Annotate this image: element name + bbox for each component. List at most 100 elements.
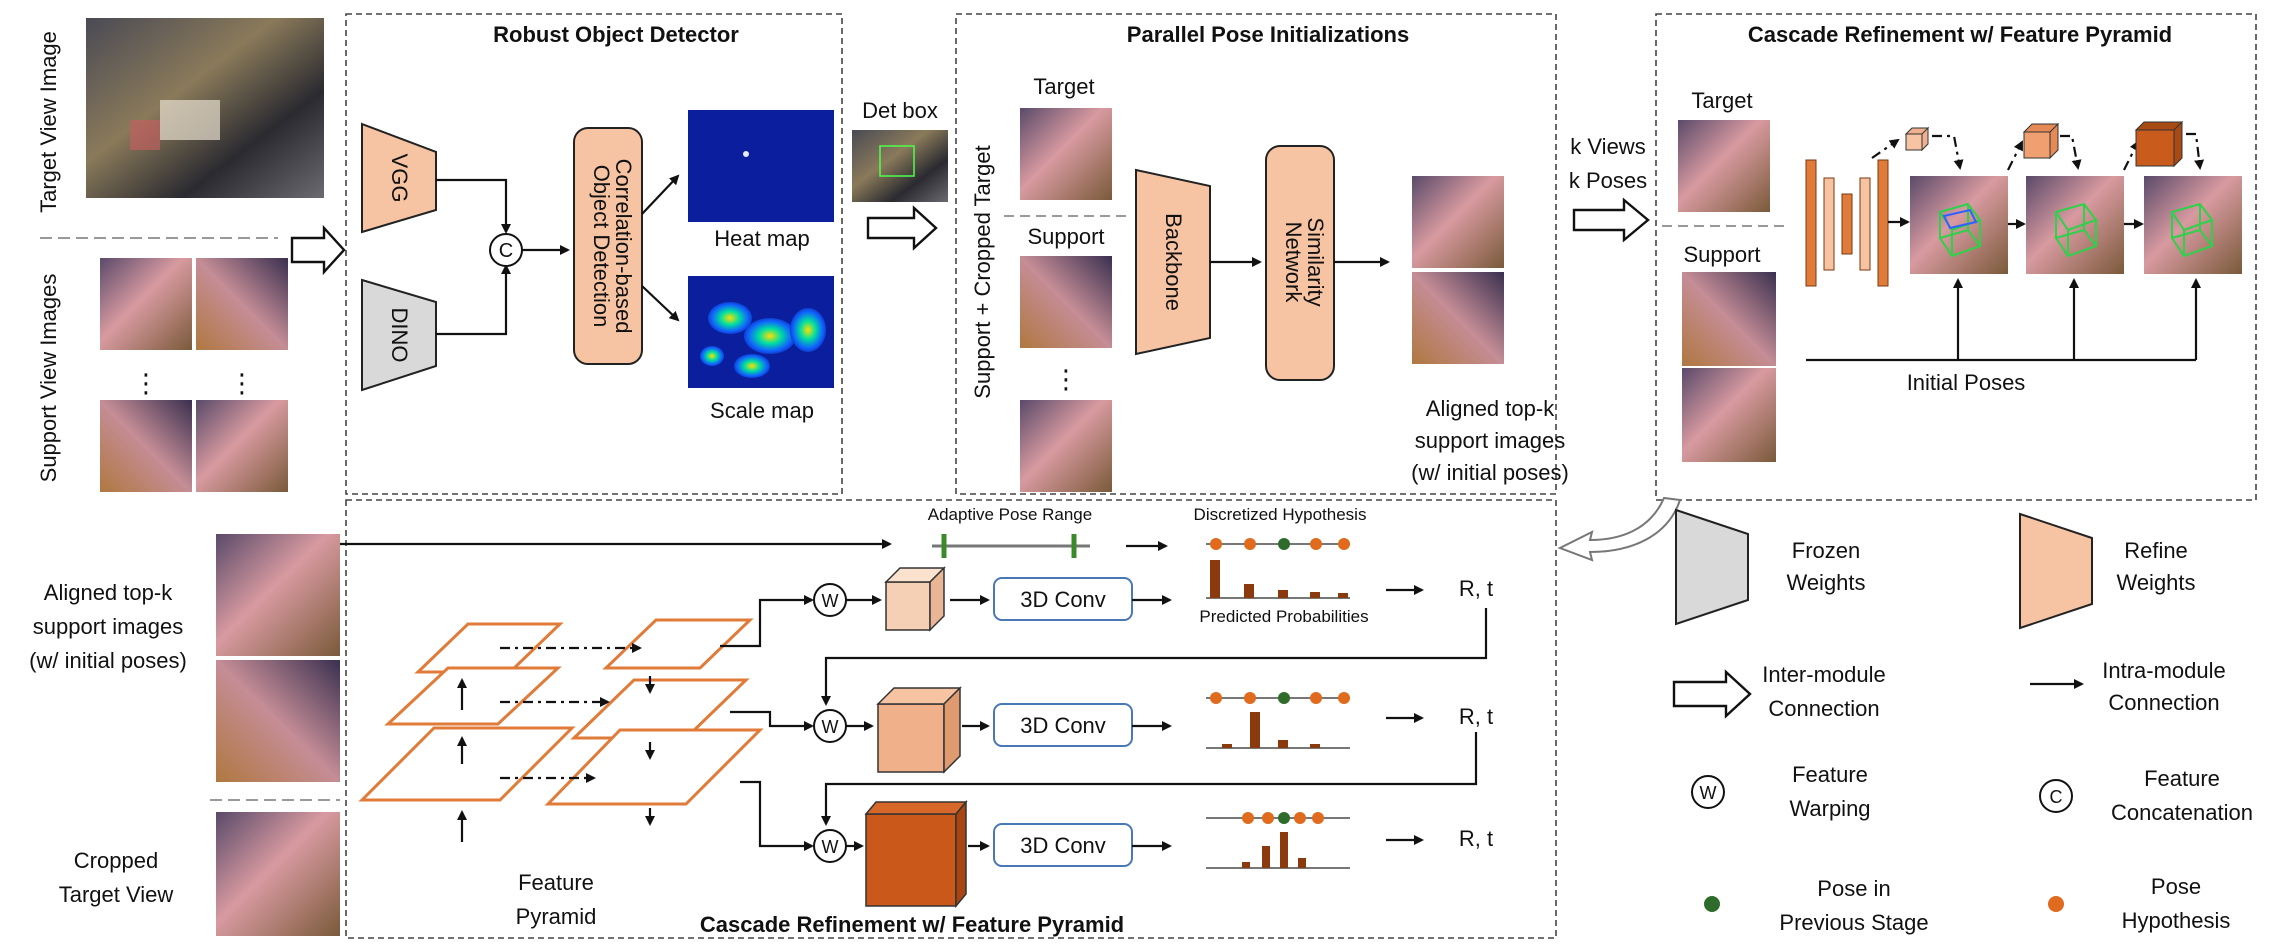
bottom-aligned-l2: support images	[33, 614, 183, 639]
legend-intra-l2: Connection	[2108, 690, 2219, 715]
unet-bar-5	[1877, 159, 1889, 287]
svg-text:⋮: ⋮	[1053, 364, 1079, 394]
unet-bar-1	[1805, 159, 1817, 287]
cascade-support-image-2	[1682, 368, 1776, 462]
cropped-l1: Cropped	[74, 848, 158, 873]
dino-block	[361, 278, 437, 392]
support-image-3	[100, 400, 192, 492]
legend-inter-arrow-icon	[1672, 669, 1752, 719]
hollow-arrow-icon	[290, 224, 346, 276]
target-view-label: Target View Image	[36, 31, 61, 213]
legend-frozen-l2: Weights	[1786, 570, 1865, 595]
k-views-label: k Views	[1570, 134, 1645, 159]
prob-group-3	[1206, 812, 1350, 869]
cropped-l2: Target View	[59, 882, 174, 907]
scale-map-label: Scale map	[710, 398, 814, 423]
conv3d-label-1: 3D Conv	[1020, 587, 1106, 612]
legend-concat-l2: Concatenation	[2111, 800, 2253, 825]
aligned-image-2	[1412, 272, 1504, 364]
det-box-label: Det box	[862, 98, 938, 123]
backbone-label: Backbone	[1161, 213, 1186, 311]
unet-bar-3	[1841, 193, 1853, 255]
legend-warp-l2: Warping	[1789, 796, 1870, 821]
bounding-box-3d-icon	[1938, 202, 2214, 258]
legend-warp-icon	[1691, 775, 1725, 809]
support-image-2	[196, 258, 288, 350]
cropped-target-image	[216, 812, 340, 936]
legend-refine-icon	[2019, 512, 2093, 630]
conv3d-label-3: 3D Conv	[1020, 833, 1106, 858]
adaptive-pose-range-label: Adaptive Pose Range	[928, 505, 1092, 524]
feature-pyramid-l1: Feature	[518, 870, 594, 895]
legend-prev-pose-icon	[1704, 896, 1720, 912]
cascade-target-image	[1678, 120, 1770, 212]
legend-frozen-icon	[1675, 508, 1749, 626]
bottom-panel	[345, 499, 1557, 939]
legend-warp-symbol: W	[1700, 783, 1717, 803]
legend-frozen-l1: Frozen	[1792, 538, 1860, 563]
sim-label-1: Similarity	[1303, 217, 1328, 306]
warp-symbol-2-label: W	[822, 717, 839, 737]
parallel-target-label: Target	[1033, 74, 1094, 99]
heat-map-label: Heat map	[714, 226, 809, 251]
hollow-arrow-icon	[866, 205, 938, 251]
parallel-aligned-l3: (w/ initial poses)	[1411, 460, 1569, 485]
discretized-hypothesis-label: Discretized Hypothesis	[1194, 505, 1367, 524]
cascade-target-label: Target	[1691, 88, 1752, 113]
legend-concat-symbol: C	[2050, 787, 2063, 807]
warp-symbol-3-label: W	[822, 837, 839, 857]
return-arrow-icon	[1557, 496, 1682, 562]
cost-volume-3	[864, 799, 968, 909]
parallel-support-image-2	[1020, 400, 1112, 492]
cost-volume-2	[876, 686, 962, 774]
heat-map-image	[688, 110, 834, 222]
legend-prev-l1: Pose in	[1817, 876, 1890, 901]
legend-hypothesis-icon	[2048, 896, 2064, 912]
unet-bar-4	[1859, 177, 1871, 271]
bottom-aligned-image-2	[216, 660, 340, 782]
parallel-support-label: Support	[1027, 224, 1104, 249]
parallel-target-image	[1020, 108, 1112, 200]
sim-label-2: Network	[1281, 222, 1306, 304]
support-views-label: Support View Images	[36, 274, 61, 483]
cube-small-1	[1904, 126, 1930, 152]
legend-hyp-l1: Pose	[2151, 874, 2201, 899]
prob-group-2	[1206, 692, 1350, 749]
warp-symbol-1-label: W	[822, 591, 839, 611]
parallel-aligned-l2: support images	[1415, 428, 1565, 453]
legend-concat-l1: Feature	[2144, 766, 2220, 791]
cost-volume-1	[884, 566, 946, 632]
legend-refine-l1: Refine	[2124, 538, 2188, 563]
parallel-title: Parallel Pose Initializations	[1127, 22, 1409, 47]
bottom-aligned-l1: Aligned top-k	[44, 580, 173, 605]
initial-poses-label: Initial Poses	[1907, 370, 2026, 395]
cascade-support-label: Support	[1683, 242, 1760, 267]
correlation-detection-block	[573, 127, 643, 365]
conv3d-label-2: 3D Conv	[1020, 713, 1106, 738]
parallel-vertical-label: Support + Cropped Target	[970, 145, 995, 398]
legend-refine-l2: Weights	[2116, 570, 2195, 595]
feature-pyramid-l2: Pyramid	[516, 904, 597, 929]
bottom-aligned-l3: (w/ initial poses)	[29, 648, 187, 673]
corr-label-2: Object Detection	[589, 165, 614, 328]
legend-hyp-l2: Hypothesis	[2122, 908, 2231, 933]
legend-inter-l2: Connection	[1768, 696, 1879, 721]
detector-panel	[345, 13, 843, 495]
parallel-support-image-1	[1020, 256, 1112, 348]
legend-prev-l2: Previous Stage	[1779, 910, 1928, 935]
vgg-block	[361, 122, 437, 234]
cascade-panel	[1655, 13, 2257, 501]
vgg-label: VGG	[387, 154, 412, 203]
legend-concat-icon	[2039, 779, 2073, 813]
support-image-1	[100, 258, 192, 350]
support-ellipsis-2: ⋮	[229, 368, 255, 398]
k-poses-label: k Poses	[1569, 168, 1647, 193]
parallel-panel	[955, 13, 1557, 495]
parallel-aligned-l1: Aligned top-k	[1426, 396, 1555, 421]
output-rt-1: R, t	[1459, 576, 1493, 601]
feature-pyramid	[358, 618, 764, 806]
cascade-title: Cascade Refinement w/ Feature Pyramid	[1748, 22, 2172, 47]
unet-bar-2	[1823, 177, 1835, 271]
prob-group-1	[1206, 538, 1350, 599]
